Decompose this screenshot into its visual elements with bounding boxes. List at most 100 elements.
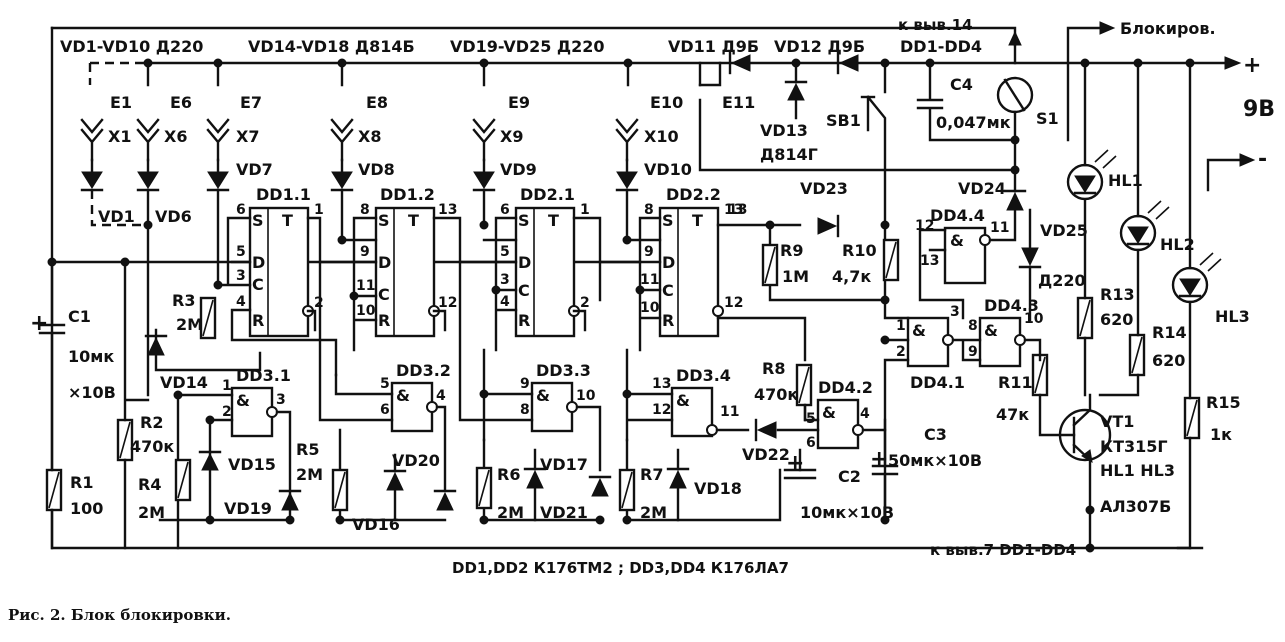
label-r2: R2 bbox=[140, 413, 163, 432]
dd3-4 bbox=[670, 386, 718, 438]
label-dd22: DD2.2 bbox=[666, 185, 721, 204]
sb1-switch[interactable] bbox=[860, 61, 887, 227]
dd4-2 bbox=[816, 398, 864, 450]
label-e7: E7 bbox=[240, 93, 262, 112]
label-vd1: VD1 bbox=[98, 207, 135, 226]
dd2-2 bbox=[658, 206, 724, 338]
label-vd19: VD19 bbox=[224, 499, 272, 518]
label-sb1: SB1 bbox=[826, 111, 861, 130]
label-e8: E8 bbox=[366, 93, 388, 112]
label-r6: R6 bbox=[497, 465, 520, 484]
label-pin14: к выв.14 bbox=[898, 16, 973, 34]
label-block-out: Блокиров. bbox=[1120, 19, 1216, 38]
label-e6: E6 bbox=[170, 93, 192, 112]
label-x7: X7 bbox=[236, 127, 259, 146]
ff-letter-r: R bbox=[518, 311, 530, 330]
pin-number: 4 bbox=[500, 294, 510, 310]
label-c1: C1 bbox=[68, 307, 91, 326]
label-r11: R11 bbox=[998, 373, 1033, 392]
pin-number: 5 bbox=[500, 244, 510, 260]
pin-number: 13 bbox=[724, 202, 743, 218]
pin-number: 2 bbox=[896, 344, 906, 360]
dd3-3 bbox=[530, 381, 578, 433]
ff-letter-d: D bbox=[378, 253, 391, 272]
label-r7: R7 bbox=[640, 465, 663, 484]
label-vd8: VD8 bbox=[358, 160, 395, 179]
c2-capacitor bbox=[783, 403, 817, 480]
label-r6-value: 2М bbox=[497, 503, 524, 522]
ff-letter-s: S bbox=[518, 211, 530, 230]
ff-letter-r: R bbox=[252, 311, 264, 330]
label-c1-volt: ×10В bbox=[68, 383, 116, 402]
pin-number: 6 bbox=[806, 435, 816, 451]
pin-number: 12 bbox=[438, 295, 457, 311]
and-symbol: & bbox=[950, 231, 964, 250]
label-vd7: VD7 bbox=[236, 160, 273, 179]
label-dd21: DD2.1 bbox=[520, 185, 575, 204]
pin-number: 1 bbox=[580, 202, 590, 218]
label-r8-value: 470к bbox=[754, 385, 798, 404]
label-vt1: VT1 bbox=[1100, 412, 1134, 431]
dd4-4 bbox=[943, 226, 991, 285]
and-symbol: & bbox=[236, 391, 250, 410]
label-vd13: VD13 bbox=[760, 121, 808, 140]
pin-number: 8 bbox=[644, 202, 654, 218]
label-x10: X10 bbox=[644, 127, 679, 146]
label-vd9: VD9 bbox=[500, 160, 537, 179]
ff-letter-c: C bbox=[378, 285, 390, 304]
label-c3: C3 bbox=[924, 425, 947, 444]
and-symbol: & bbox=[676, 391, 690, 410]
ff-letter-s: S bbox=[662, 211, 674, 230]
ff-letter-c: C bbox=[252, 275, 264, 294]
label-r13-value: 620 bbox=[1100, 310, 1133, 329]
part-labels: C1 10мк ×10В + R1 100 R2 470к R3 2М R4 2… bbox=[30, 75, 1250, 577]
pin-number: 9 bbox=[520, 376, 530, 392]
c1-capacitor bbox=[38, 260, 66, 550]
pin-number: 9 bbox=[360, 244, 370, 260]
label-vd25-type: Д220 bbox=[1038, 271, 1086, 290]
ff-letter-d: D bbox=[252, 253, 265, 272]
label-r5: R5 bbox=[296, 440, 319, 459]
pin-number: 8 bbox=[520, 402, 530, 418]
label-vd21: VD21 bbox=[540, 503, 588, 522]
c3-plus: + bbox=[870, 447, 888, 472]
pin-number: 10 bbox=[640, 300, 660, 316]
header-labels: VD1-VD10 Д220 VD14-VD18 Д814Б VD19-VD25 … bbox=[60, 16, 1275, 172]
label-r4: R4 bbox=[138, 475, 161, 494]
label-dd12: DD1.2 bbox=[380, 185, 435, 204]
label-e11: E11 bbox=[722, 93, 755, 112]
s1-reed-switch bbox=[996, 30, 1034, 172]
pin-number: 10 bbox=[576, 388, 596, 404]
pin-number: 5 bbox=[806, 411, 816, 427]
pin-number: 10 bbox=[356, 303, 376, 319]
pin-number: 3 bbox=[950, 304, 960, 320]
pin-number: 1 bbox=[896, 318, 906, 334]
label-r14: R14 bbox=[1152, 323, 1187, 342]
label-e1: E1 bbox=[110, 93, 132, 112]
label-c1-value: 10мк bbox=[68, 347, 114, 366]
pin-number: 8 bbox=[360, 202, 370, 218]
label-dd11: DD1.1 bbox=[256, 185, 311, 204]
label-vd24: VD24 bbox=[958, 179, 1006, 198]
label-c4-value: 0,047мк bbox=[936, 113, 1011, 132]
label-r10-value: 4,7к bbox=[832, 267, 871, 286]
label-dd31: DD3.1 bbox=[236, 366, 291, 385]
label-vd16: VD16 bbox=[352, 515, 400, 534]
chip-labels: DD1.1 DD1.2 DD2.1 DD2.2 DD3.1 DD3.2 DD3.… bbox=[236, 185, 1039, 422]
label-r8: R8 bbox=[762, 359, 785, 378]
dd4-1 bbox=[906, 316, 954, 368]
pin-number: 13 bbox=[438, 202, 457, 218]
c1-plus: + bbox=[30, 311, 48, 336]
label-diodes-a: VD1-VD10 Д220 bbox=[60, 37, 203, 56]
pin-number: 1 bbox=[314, 202, 324, 218]
label-r11-value: 47к bbox=[996, 405, 1029, 424]
label-plus: + bbox=[1243, 53, 1261, 78]
label-vd13-type: Д814Г bbox=[760, 145, 818, 164]
ff-letter-c: C bbox=[518, 281, 530, 300]
pin-number: 3 bbox=[236, 268, 246, 284]
label-vd11: VD11 Д9Б bbox=[668, 37, 759, 56]
label-x8: X8 bbox=[358, 127, 381, 146]
pin-number: 10 bbox=[1024, 311, 1044, 327]
label-r3: R3 bbox=[172, 291, 195, 310]
label-x6: X6 bbox=[164, 127, 187, 146]
